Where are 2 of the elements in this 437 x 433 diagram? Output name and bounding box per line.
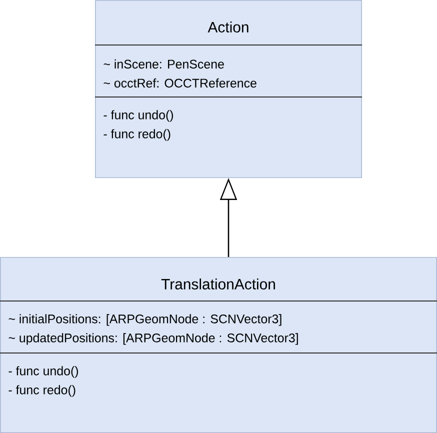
class-box: Action ~ inScene: PenScene ~ occtRef: OCCTReference - func undo() - func redo() xyxy=(94,0,362,178)
class-box: TranslationAction ~ initialPositions: [ARPGeomNode : SCNVector3] ~ updatedPositions: [ARPGeomNode : SCNVector3] - func undo() - func redo() xyxy=(0,257,437,433)
